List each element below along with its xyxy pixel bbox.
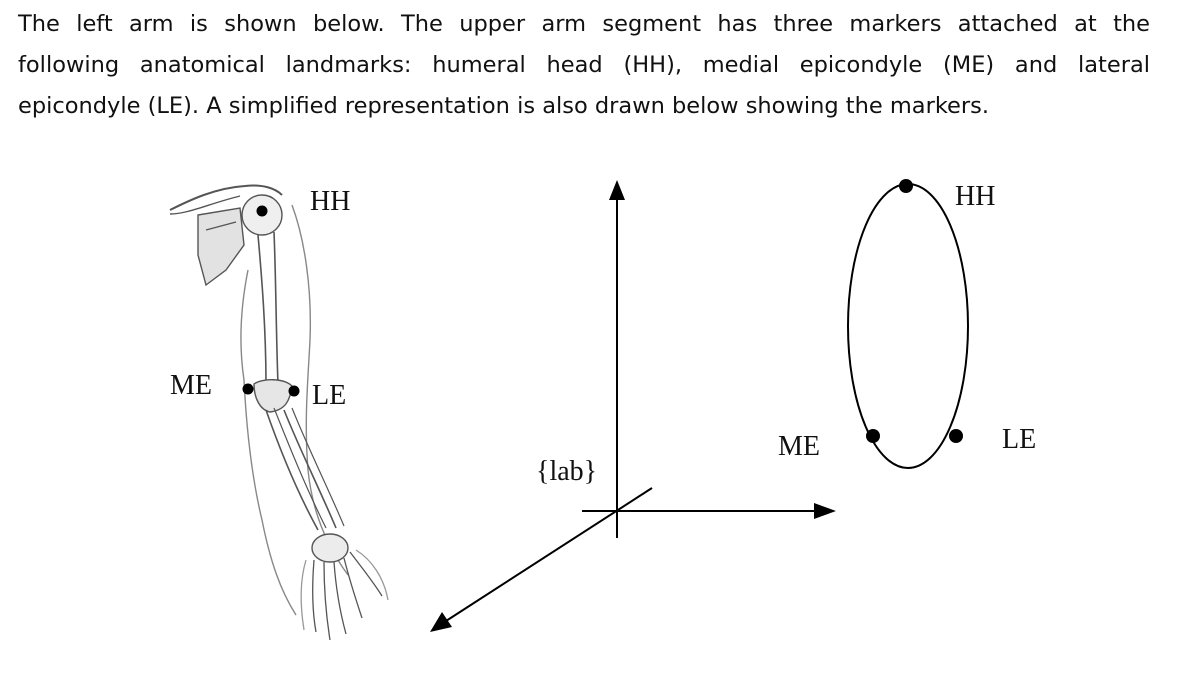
simple-me-marker: [866, 429, 880, 443]
arm-me-label: ME: [170, 370, 212, 401]
ulna-bone: [265, 409, 319, 531]
intro-paragraph: The left arm is shown below. The upper a…: [18, 4, 1150, 127]
intro-line-2: following anatomical landmarks: humeral …: [18, 52, 1150, 78]
wrist-carpals: [311, 533, 349, 563]
lab-frame-label: {lab}: [536, 456, 597, 487]
intro-line-3: epicondyle (LE). A simplified representa…: [18, 93, 990, 119]
simple-hh-label: HH: [955, 181, 995, 212]
simple-hh-marker: [899, 179, 913, 193]
upper-arm-ellipse: [847, 183, 969, 469]
simple-le-label: LE: [1002, 424, 1036, 455]
intro-line-1: The left arm is shown below. The upper a…: [18, 11, 1150, 37]
hand-bones: [300, 549, 389, 641]
arm-le-marker: [288, 385, 300, 397]
axis-diagonal: [445, 487, 653, 622]
simple-le-marker: [949, 429, 963, 443]
elbow-joint: [253, 379, 293, 413]
arm-skin-outline: [240, 269, 297, 616]
scapula-shape: [197, 207, 245, 287]
clavicle-shape: [169, 184, 283, 211]
arm-le-label: LE: [312, 380, 346, 411]
arm-me-marker: [242, 383, 254, 395]
axis-horizontal-arrowhead: [814, 503, 836, 519]
axis-diagonal-arrowhead: [430, 612, 452, 632]
arm-skeleton-illustration: [169, 184, 389, 641]
arm-hh-marker: [256, 205, 268, 217]
arm-hh-label: HH: [310, 186, 350, 217]
simple-me-label: ME: [778, 431, 820, 462]
lab-axes: [430, 180, 836, 632]
humerus-bone: [257, 231, 279, 386]
radius-bone: [283, 409, 337, 529]
axis-vertical-arrowhead: [609, 180, 625, 200]
